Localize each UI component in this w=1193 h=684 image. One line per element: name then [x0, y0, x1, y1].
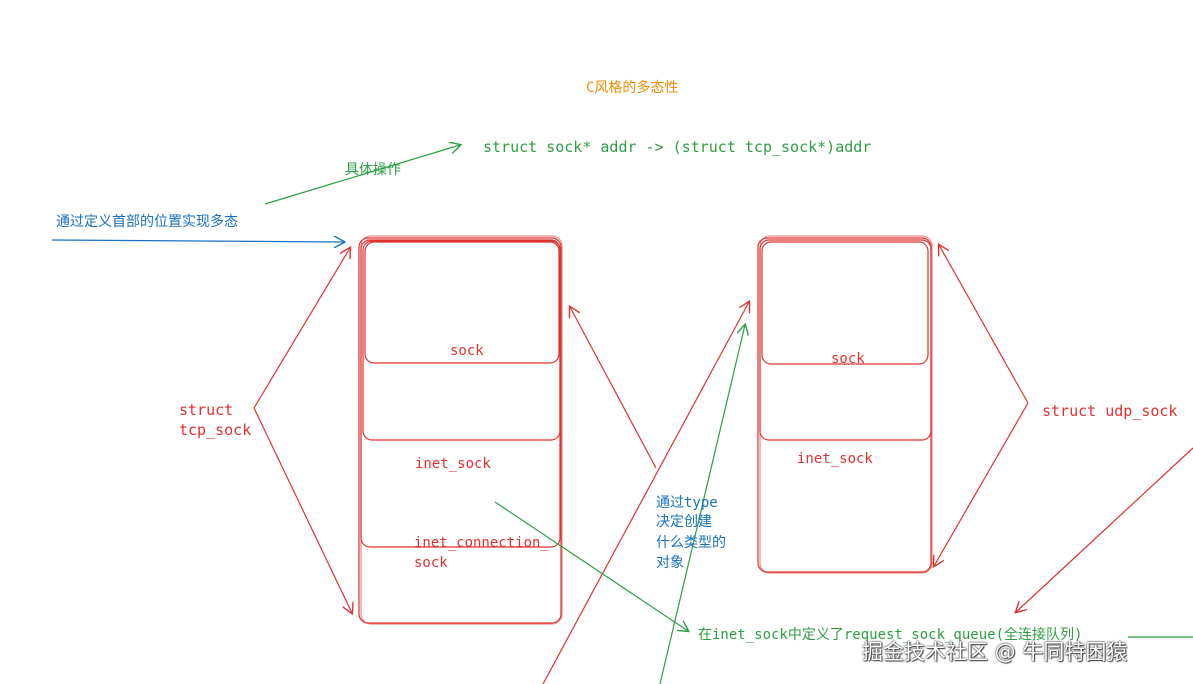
type-decision-arrows — [542, 302, 1193, 684]
udp-sock-structure — [757, 235, 933, 574]
watermark-text: 掘金技术社区 @ 牛同特困猿 — [862, 640, 1128, 664]
tcp-struct-label-line1: struct — [179, 401, 234, 419]
request-queue-note: 在inet_sock中定义了request_sock_queue(全连接队列) — [698, 627, 1083, 643]
tcp-inet-connection-box — [360, 239, 561, 548]
tcp-sock-structure — [358, 235, 563, 625]
tcp-sock-brace-arrows — [253, 248, 352, 613]
tcp-inet-sock-label: inet_sock — [415, 456, 491, 472]
tcp-sock-box — [364, 241, 560, 364]
type-note-line2: 决定创建 — [656, 514, 712, 530]
udp-inet-sock-box — [759, 239, 932, 441]
tcp-inet-sock-box — [362, 240, 561, 441]
type-note-line3: 什么类型的 — [656, 535, 726, 551]
type-note-line1: 通过type — [656, 495, 718, 511]
udp-sock-brace-arrows — [934, 245, 1029, 566]
udp-inet-sock-label: inet_sock — [797, 451, 873, 467]
green-arrows — [264, 145, 1193, 684]
tcp-sock-label: sock — [450, 343, 484, 359]
header-polymorphism-label: 通过定义首部的位置实现多态 — [56, 214, 238, 230]
tcp-struct-label-line2: tcp_sock — [179, 421, 252, 439]
udp-sock-label: sock — [831, 351, 865, 367]
udp-struct-label: struct udp_sock — [1042, 402, 1178, 420]
tcp-sock-outer-box — [358, 237, 562, 624]
tcp-inet-connection-label-line1: inet_connection_ — [414, 535, 549, 551]
type-note-line4: 对象 — [656, 555, 684, 571]
udp-sock-box — [761, 241, 929, 365]
blue-arrow — [51, 240, 344, 242]
udp-sock-outer-box — [757, 237, 932, 573]
specific-operation-label: 具体操作 — [345, 162, 401, 178]
tcp-inet-connection-label-line2: sock — [414, 555, 448, 571]
cast-code-line: struct sock* addr -> (struct tcp_sock*)a… — [483, 138, 872, 156]
diagram-title: C风格的多态性 — [586, 80, 679, 96]
